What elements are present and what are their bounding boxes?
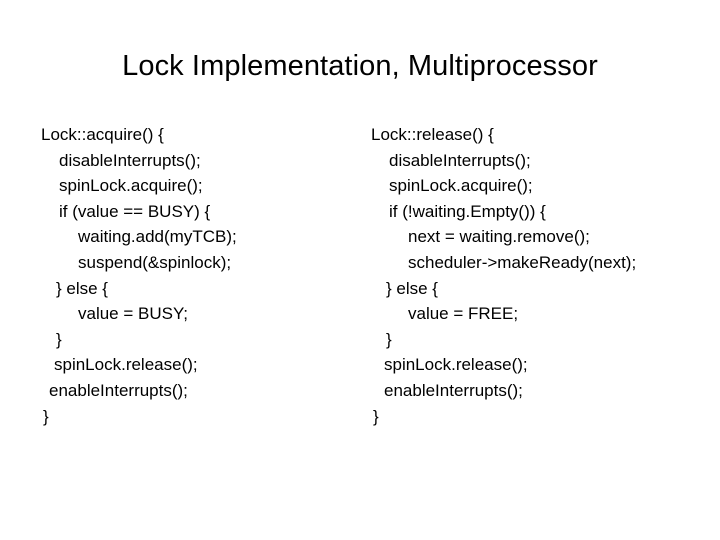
code-line: } else {: [56, 278, 108, 298]
code-line: spinLock.acquire();: [59, 176, 203, 196]
code-line: } else {: [386, 278, 438, 298]
code-line: Lock::release() {: [371, 125, 494, 144]
code-line: }: [373, 406, 379, 426]
code-line: if (!waiting.Empty()) {: [389, 201, 546, 221]
code-line: Lock::acquire() {: [41, 125, 164, 144]
code-block-lock-acquire: Lock::acquire() {disableInterrupts();spi…: [41, 122, 361, 429]
code-line: spinLock.acquire();: [389, 176, 533, 196]
code-line: }: [43, 406, 49, 426]
code-line: disableInterrupts();: [389, 150, 531, 170]
code-line: value = BUSY;: [78, 304, 188, 324]
code-line: spinLock.release();: [384, 355, 528, 375]
code-line: }: [56, 329, 62, 349]
code-block-lock-release: Lock::release() {disableInterrupts();spi…: [371, 122, 711, 429]
code-line: disableInterrupts();: [59, 150, 201, 170]
page-title: Lock Implementation, Multiprocessor: [122, 50, 598, 82]
code-line: value = FREE;: [408, 304, 519, 324]
code-line: suspend(&spinlock);: [78, 252, 232, 272]
code-line: enableInterrupts();: [384, 380, 523, 400]
code-line: waiting.add(myTCB);: [78, 227, 237, 247]
code-line: if (value == BUSY) {: [59, 201, 211, 221]
code-line: next = waiting.remove();: [408, 227, 590, 247]
code-line: scheduler->makeReady(next);: [408, 252, 637, 272]
code-line: enableInterrupts();: [49, 380, 188, 400]
code-line: spinLock.release();: [54, 355, 198, 375]
code-line: }: [386, 329, 392, 349]
